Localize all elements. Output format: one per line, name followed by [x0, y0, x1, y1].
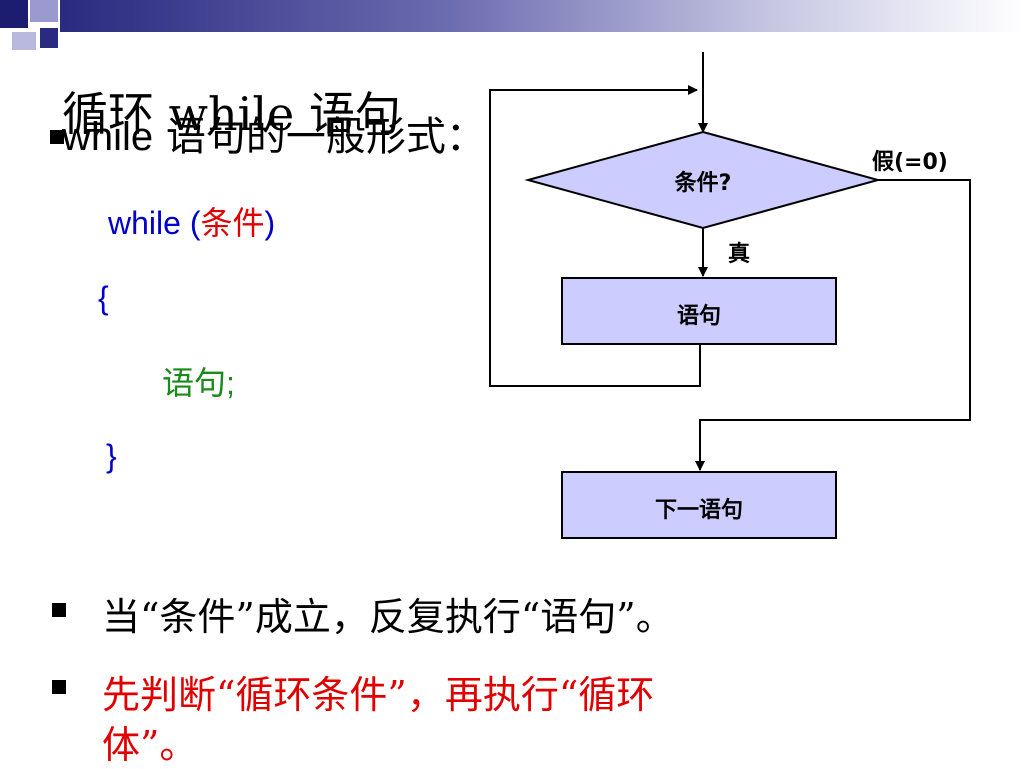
code-condition: 条件 — [200, 205, 265, 241]
bullet-text-1: 当“条件”成立，反复执行“语句”。 — [102, 595, 674, 639]
code-line-while: while (条件) — [108, 198, 275, 244]
code-line-statement: 语句; — [162, 365, 235, 401]
bullet-square — [50, 130, 64, 144]
flow-loop-back-line — [489, 85, 701, 387]
false-label: 假(=0) — [872, 150, 948, 175]
code-line-open-brace: { — [98, 280, 109, 316]
subtitle-text: 语句的一般形式： — [153, 114, 486, 160]
bullet-text-2-line1: 先判断“循环条件”，再执行“循环 — [102, 673, 655, 717]
bullet-text-2-line2: 体”。 — [102, 723, 198, 767]
slide-title: 循环 while 语句 — [62, 87, 401, 141]
bullet-square — [52, 680, 66, 694]
flow-false-line — [695, 179, 971, 471]
statement-label: 语句 — [676, 304, 722, 329]
statement-box — [561, 277, 837, 345]
next-statement-box — [561, 471, 837, 539]
next-statement-label: 下一语句 — [654, 498, 744, 523]
deco-square — [30, 0, 58, 22]
code-paren-close: ) — [264, 205, 276, 241]
code-line-close-brace: } — [106, 438, 117, 474]
header-gradient-bar — [60, 0, 1024, 32]
deco-square — [0, 0, 28, 28]
bullet-square — [52, 603, 66, 617]
true-label: 真 — [728, 242, 751, 267]
condition-label: 条件? — [674, 171, 732, 196]
code-keyword: while ( — [108, 205, 201, 241]
deco-square — [40, 28, 58, 48]
deco-square — [12, 32, 36, 50]
slide-subtitle: while 语句的一般形式： — [62, 104, 486, 162]
subtitle-keyword: while — [62, 115, 154, 159]
